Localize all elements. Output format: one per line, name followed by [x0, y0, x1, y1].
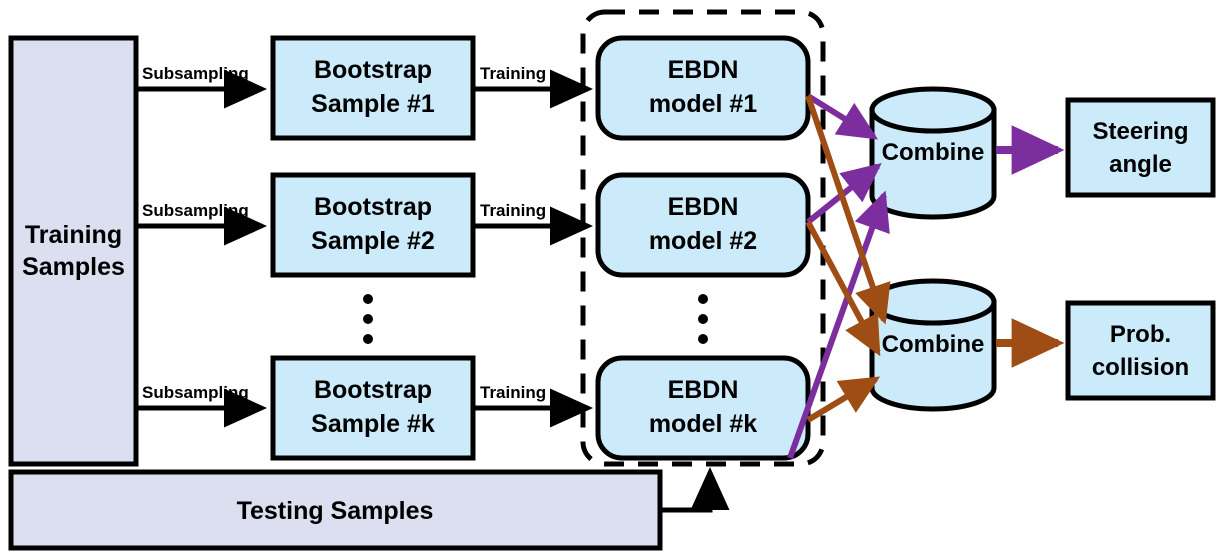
bootstrap-sample-2-box[interactable]: Bootstrap Sample #2: [270, 172, 476, 278]
ebdn-model-2-label-line1: EBDN: [668, 193, 739, 221]
arrow-purple-model1-to-combine-top: [806, 93, 879, 140]
bootstrap-sample-1-box[interactable]: Bootstrap Sample #1: [270, 35, 476, 141]
edge-label-training-3: Training: [480, 383, 546, 402]
training-samples-label-line2: Samples: [22, 253, 125, 281]
combine-bottom-cylinder[interactable]: Combine: [869, 278, 997, 412]
ebdn-model-1-label-line1: EBDN: [668, 56, 739, 84]
bootstrap-sample-k-box[interactable]: Bootstrap Sample #k: [270, 355, 476, 461]
edge-label-subsampling-1: Subsampling: [142, 64, 249, 83]
ebdn-column-ellipsis: [698, 294, 708, 344]
bootstrap-column-ellipsis: [363, 294, 373, 344]
steering-angle-box[interactable]: Steering angle: [1065, 97, 1216, 198]
ebdn-model-1-label-line2: model #1: [649, 90, 757, 118]
arrow-brown-modelk-to-combine-bottom: [806, 376, 881, 423]
prob-collision-label-line1: Prob.: [1110, 321, 1171, 348]
arrow-testing-to-ensemble: [660, 466, 730, 513]
ebdn-model-k-box[interactable]: EBDN model #k: [595, 355, 811, 461]
testing-samples-box[interactable]: Testing Samples: [8, 469, 663, 551]
bootstrap-sample-k-label-line1: Bootstrap: [314, 376, 432, 404]
bootstrap-sample-2-label-line1: Bootstrap: [314, 193, 432, 221]
ebdn-model-2-label-line2: model #2: [649, 227, 757, 255]
edge-label-training-1: Training: [480, 64, 546, 83]
arrow-brown-model2-to-combine-bottom: [805, 220, 881, 357]
testing-samples-label: Testing Samples: [237, 497, 434, 525]
combine-bottom-label: Combine: [882, 331, 985, 358]
steering-angle-label-line2: angle: [1109, 151, 1172, 178]
training-samples-box[interactable]: Training Samples: [8, 35, 139, 467]
combine-top-label: Combine: [882, 139, 985, 166]
combine-top-cylinder[interactable]: Combine: [869, 86, 997, 220]
edge-label-training-2: Training: [480, 201, 546, 220]
ebdn-model-1-box[interactable]: EBDN model #1: [595, 35, 811, 141]
prob-collision-label-line2: collision: [1092, 354, 1189, 381]
arrow-purple-modelk-to-combine-top: [787, 190, 890, 460]
ebdn-model-k-label-line2: model #k: [649, 410, 757, 438]
bootstrap-sample-1-label-line1: Bootstrap: [314, 56, 432, 84]
bootstrap-sample-2-label-line2: Sample #2: [311, 227, 435, 255]
ebdn-model-2-box[interactable]: EBDN model #2: [595, 172, 811, 278]
bootstrap-sample-1-label-line2: Sample #1: [311, 90, 435, 118]
training-samples-label-line1: Training: [25, 221, 122, 249]
prob-collision-box[interactable]: Prob. collision: [1065, 300, 1216, 401]
edge-label-subsampling-2: Subsampling: [142, 201, 249, 220]
steering-angle-label-line1: Steering: [1092, 118, 1188, 145]
arrow-brown-model1-to-combine-bottom: [805, 95, 891, 325]
bootstrap-sample-k-label-line2: Sample #k: [311, 410, 435, 438]
edge-label-subsampling-3: Subsampling: [142, 383, 249, 402]
ebdn-model-k-label-line1: EBDN: [668, 376, 739, 404]
